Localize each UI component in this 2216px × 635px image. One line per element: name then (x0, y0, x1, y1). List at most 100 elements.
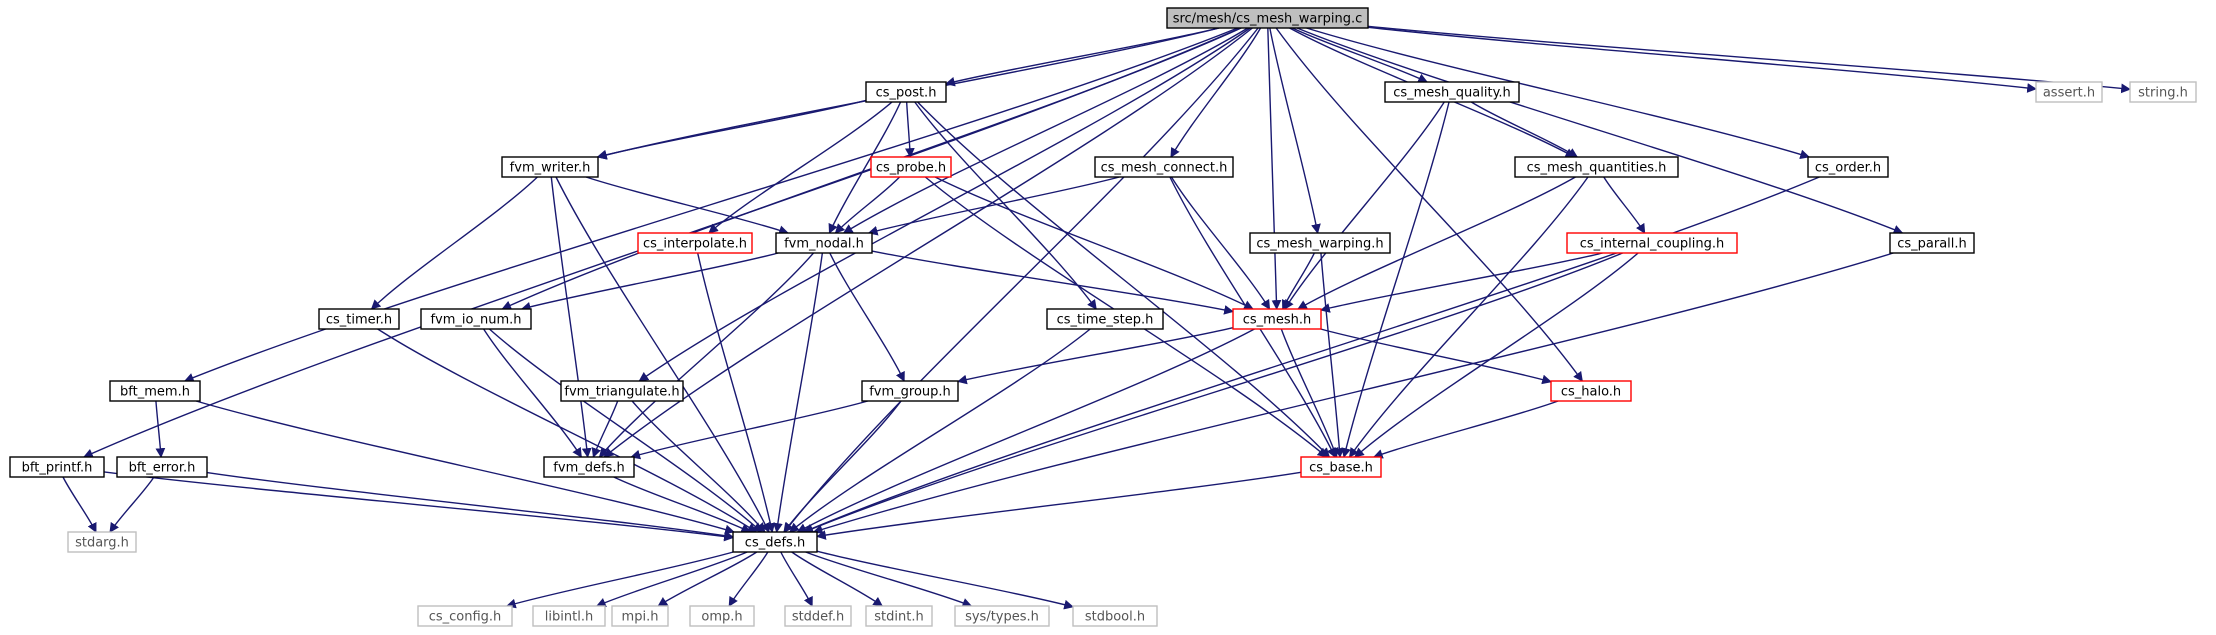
node-label: sys/types.h (965, 610, 1039, 625)
node-cs-mesh-quality[interactable]: cs_mesh_quality.h (1384, 81, 1520, 103)
node-box (732, 531, 818, 553)
edge-bft_mem-to-bft_error (155, 400, 166, 458)
edge-cs_probe-to-fvm_nodal (834, 176, 901, 234)
node-label: mpi.h (622, 610, 659, 625)
edge-root-to-cs_mesh_quality (1292, 27, 1428, 83)
edge-root-to-cs_parall (1296, 27, 1904, 235)
edge-fvm_nodal-to-fvm_defs (598, 252, 815, 458)
node-box (775, 232, 873, 254)
node-cs-mesh-connect[interactable]: cs_mesh_connect.h (1094, 156, 1234, 178)
node-box (611, 605, 669, 627)
node-label: cs_halo.h (1561, 385, 1621, 400)
edge-cs_mesh-to-fvm_group (957, 326, 1234, 385)
node-label: cs_post.h (876, 86, 937, 101)
edge-cs_timer-to-cs_defs (377, 328, 758, 533)
node-stdint: stdint.h (865, 605, 933, 627)
edge-fvm_group-to-fvm_defs (630, 400, 868, 460)
edge-root-to-fvm_triangulate (638, 27, 1251, 382)
dependency-edges (62, 25, 2131, 610)
node-label: fvm_group.h (869, 385, 951, 400)
edge-root-to-bft_mem (183, 27, 1238, 383)
dependency-nodes: src/mesh/cs_mesh_warping.c cs_post.h cs_me… (9, 7, 2197, 627)
node-cs-interpolate[interactable]: cs_interpolate.h (637, 232, 753, 254)
edge-root-to-cs_defs (783, 27, 1259, 533)
edge-root-to-string (1367, 25, 2131, 94)
node-stddef: stddef.h (784, 605, 852, 627)
edge-cs_mesh_warping-to-cs_mesh (1281, 252, 1315, 310)
node-cs-defs[interactable]: cs_defs.h (732, 531, 818, 553)
node-box (1807, 156, 1889, 178)
node-label: cs_parall.h (1897, 237, 1967, 252)
node-cs-config: cs_config.h (417, 605, 513, 627)
edge-cs_defs-to-sys_types (805, 551, 973, 608)
edge-root-to-cs_mesh_warping (1269, 27, 1321, 234)
node-sys-types: sys/types.h (954, 605, 1050, 627)
node-box (532, 605, 606, 627)
node-cs-internal-coupling[interactable]: cs_internal_coupling.h (1566, 232, 1738, 254)
node-box (865, 605, 933, 627)
edge-fvm_triangulate-to-cs_defs (631, 400, 766, 533)
node-cs-time-step[interactable]: cs_time_step.h (1046, 308, 1164, 330)
node-bft-error[interactable]: bft_error.h (116, 456, 208, 478)
node-box (637, 232, 753, 254)
edge-cs_mesh-to-cs_base (1280, 328, 1339, 458)
node-box (865, 81, 947, 103)
node-cs-probe[interactable]: cs_probe.h (870, 156, 952, 178)
edge-root-to-cs_mesh_connect (1170, 27, 1262, 158)
node-box (9, 456, 105, 478)
node-cs-parall[interactable]: cs_parall.h (1889, 232, 1975, 254)
edge-cs_post-to-cs_base (917, 101, 1331, 458)
node-bft-printf[interactable]: bft_printf.h (9, 456, 105, 478)
edge-cs_mesh_quality-to-cs_mesh (1284, 101, 1445, 310)
node-cs-mesh-warping[interactable]: cs_mesh_warping.h (1249, 232, 1391, 254)
node-omp: omp.h (689, 605, 755, 627)
edge-cs_mesh_quantities-to-cs_base (1348, 176, 1589, 458)
edge-cs_defs-to-libintl (595, 551, 748, 608)
edge-cs_mesh-to-cs_defs (796, 328, 1255, 533)
node-fvm-defs[interactable]: fvm_defs.h (543, 456, 635, 478)
edge-cs_mesh_quality-to-cs_base (1341, 101, 1450, 458)
node-string: string.h (2129, 81, 2197, 103)
edge-fvm_defs-to-cs_defs (613, 476, 752, 533)
node-bft-mem[interactable]: bft_mem.h (109, 380, 201, 402)
node-cs-post[interactable]: cs_post.h (865, 81, 947, 103)
edge-cs_base-to-cs_defs (816, 471, 1302, 540)
node-box (1094, 156, 1234, 178)
node-fvm-io-num[interactable]: fvm_io_num.h (420, 308, 532, 330)
node-box (1889, 232, 1975, 254)
node-stdarg: stdarg.h (67, 531, 137, 553)
edge-cs_defs-to-stdint (791, 551, 884, 607)
node-cs-mesh[interactable]: cs_mesh.h (1232, 308, 1322, 330)
node-fvm-group[interactable]: fvm_group.h (861, 380, 959, 402)
node-label: cs_time_step.h (1057, 313, 1154, 328)
node-label: cs_timer.h (326, 313, 392, 328)
edge-fvm_nodal-to-fvm_io_num (520, 252, 779, 312)
node-fvm-writer[interactable]: fvm_writer.h (501, 156, 599, 178)
node-box (1046, 308, 1164, 330)
edge-cs_interpolate-to-cs_defs (696, 252, 776, 533)
node-cs-timer[interactable]: cs_timer.h (318, 308, 400, 330)
node-box (1566, 232, 1738, 254)
node-fvm-nodal[interactable]: fvm_nodal.h (775, 232, 873, 254)
edge-cs_mesh_quality-to-cs_mesh_quantities (1470, 101, 1579, 158)
node-label: fvm_io_num.h (430, 313, 521, 328)
node-box (1249, 232, 1391, 254)
node-cs-order[interactable]: cs_order.h (1807, 156, 1889, 178)
node-box (861, 380, 959, 402)
node-cs-mesh-quantities[interactable]: cs_mesh_quantities.h (1514, 156, 1679, 178)
node-label: fvm_triangulate.h (564, 385, 679, 400)
edge-fvm_nodal-to-fvm_group (829, 252, 905, 382)
edge-cs_halo-to-cs_base (1372, 400, 1559, 459)
node-cs-halo[interactable]: cs_halo.h (1550, 380, 1632, 402)
node-root: src/mesh/cs_mesh_warping.c (1166, 7, 1369, 29)
node-label: cs_order.h (1815, 161, 1881, 176)
node-fvm-triangulate[interactable]: fvm_triangulate.h (560, 380, 684, 402)
node-box (1232, 308, 1322, 330)
node-cs-base[interactable]: cs_base.h (1300, 456, 1382, 478)
node-mpi: mpi.h (611, 605, 669, 627)
node-label: cs_interpolate.h (643, 237, 747, 252)
node-label: bft_mem.h (120, 385, 190, 400)
node-label: fvm_nodal.h (784, 237, 864, 252)
edge-bft_printf-to-stdarg (62, 476, 97, 533)
